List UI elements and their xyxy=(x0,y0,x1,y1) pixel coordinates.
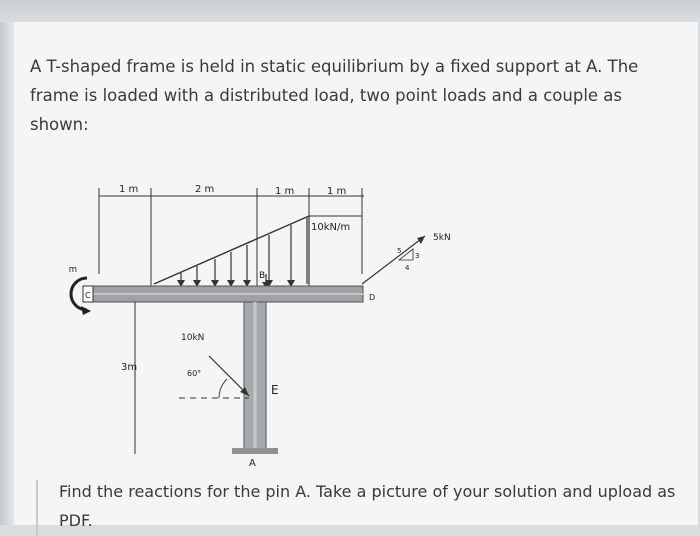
distributed-load-arrows xyxy=(180,218,308,284)
inclined-load-line xyxy=(361,235,426,285)
base-support xyxy=(232,448,278,454)
vertical-dim-label: 3m xyxy=(121,362,137,373)
t-frame-figure: 1 m 2 m 1 m 1 m xyxy=(69,174,489,466)
couple-label: 9kN-m xyxy=(69,265,77,275)
distributed-load-slope xyxy=(153,215,310,285)
point-b-arrowhead xyxy=(262,282,270,288)
problem-statement: A T-shaped frame is held in static equil… xyxy=(30,57,639,134)
background-top xyxy=(0,0,700,22)
slope-hyp: 5 xyxy=(397,247,401,255)
slope-run: 4 xyxy=(405,264,410,272)
t-frame-diagram: 1 m 2 m 1 m 1 m xyxy=(69,184,451,466)
dim-label-1: 1 m xyxy=(119,184,138,195)
problem-card: A T-shaped frame is held in static equil… xyxy=(14,22,698,536)
point-e-label: E xyxy=(271,383,279,397)
point-load-label: 10kN xyxy=(181,333,204,343)
couple-arc xyxy=(69,276,88,312)
couple-arrowhead xyxy=(81,306,91,315)
inclined-load-label: 5kN xyxy=(433,233,451,243)
angle-arc xyxy=(218,378,228,399)
point-load-arrowhead xyxy=(240,387,249,396)
distributed-load-arrowheads xyxy=(177,280,295,287)
dim-label-2: 2 m xyxy=(195,184,214,195)
distributed-load-label: 10kN/m xyxy=(311,222,350,233)
dim-label-4: 1 m xyxy=(327,186,346,197)
quote-bar xyxy=(36,480,38,536)
angle-label: 60° xyxy=(187,369,201,378)
background-left-edge xyxy=(0,22,14,525)
support-c xyxy=(82,285,94,303)
point-a-label: A xyxy=(249,458,256,466)
point-load-line xyxy=(208,355,250,397)
question-text: Find the reactions for the pin A. Take a… xyxy=(59,482,676,530)
point-b-label: B xyxy=(259,271,265,281)
point-c-label: C xyxy=(85,291,91,300)
slope-triangle xyxy=(397,248,414,261)
point-d-label: D xyxy=(369,293,375,302)
inclined-load-arrowhead xyxy=(417,236,425,244)
slope-rise: 3 xyxy=(415,252,419,260)
dim-label-3: 1 m xyxy=(275,186,294,197)
